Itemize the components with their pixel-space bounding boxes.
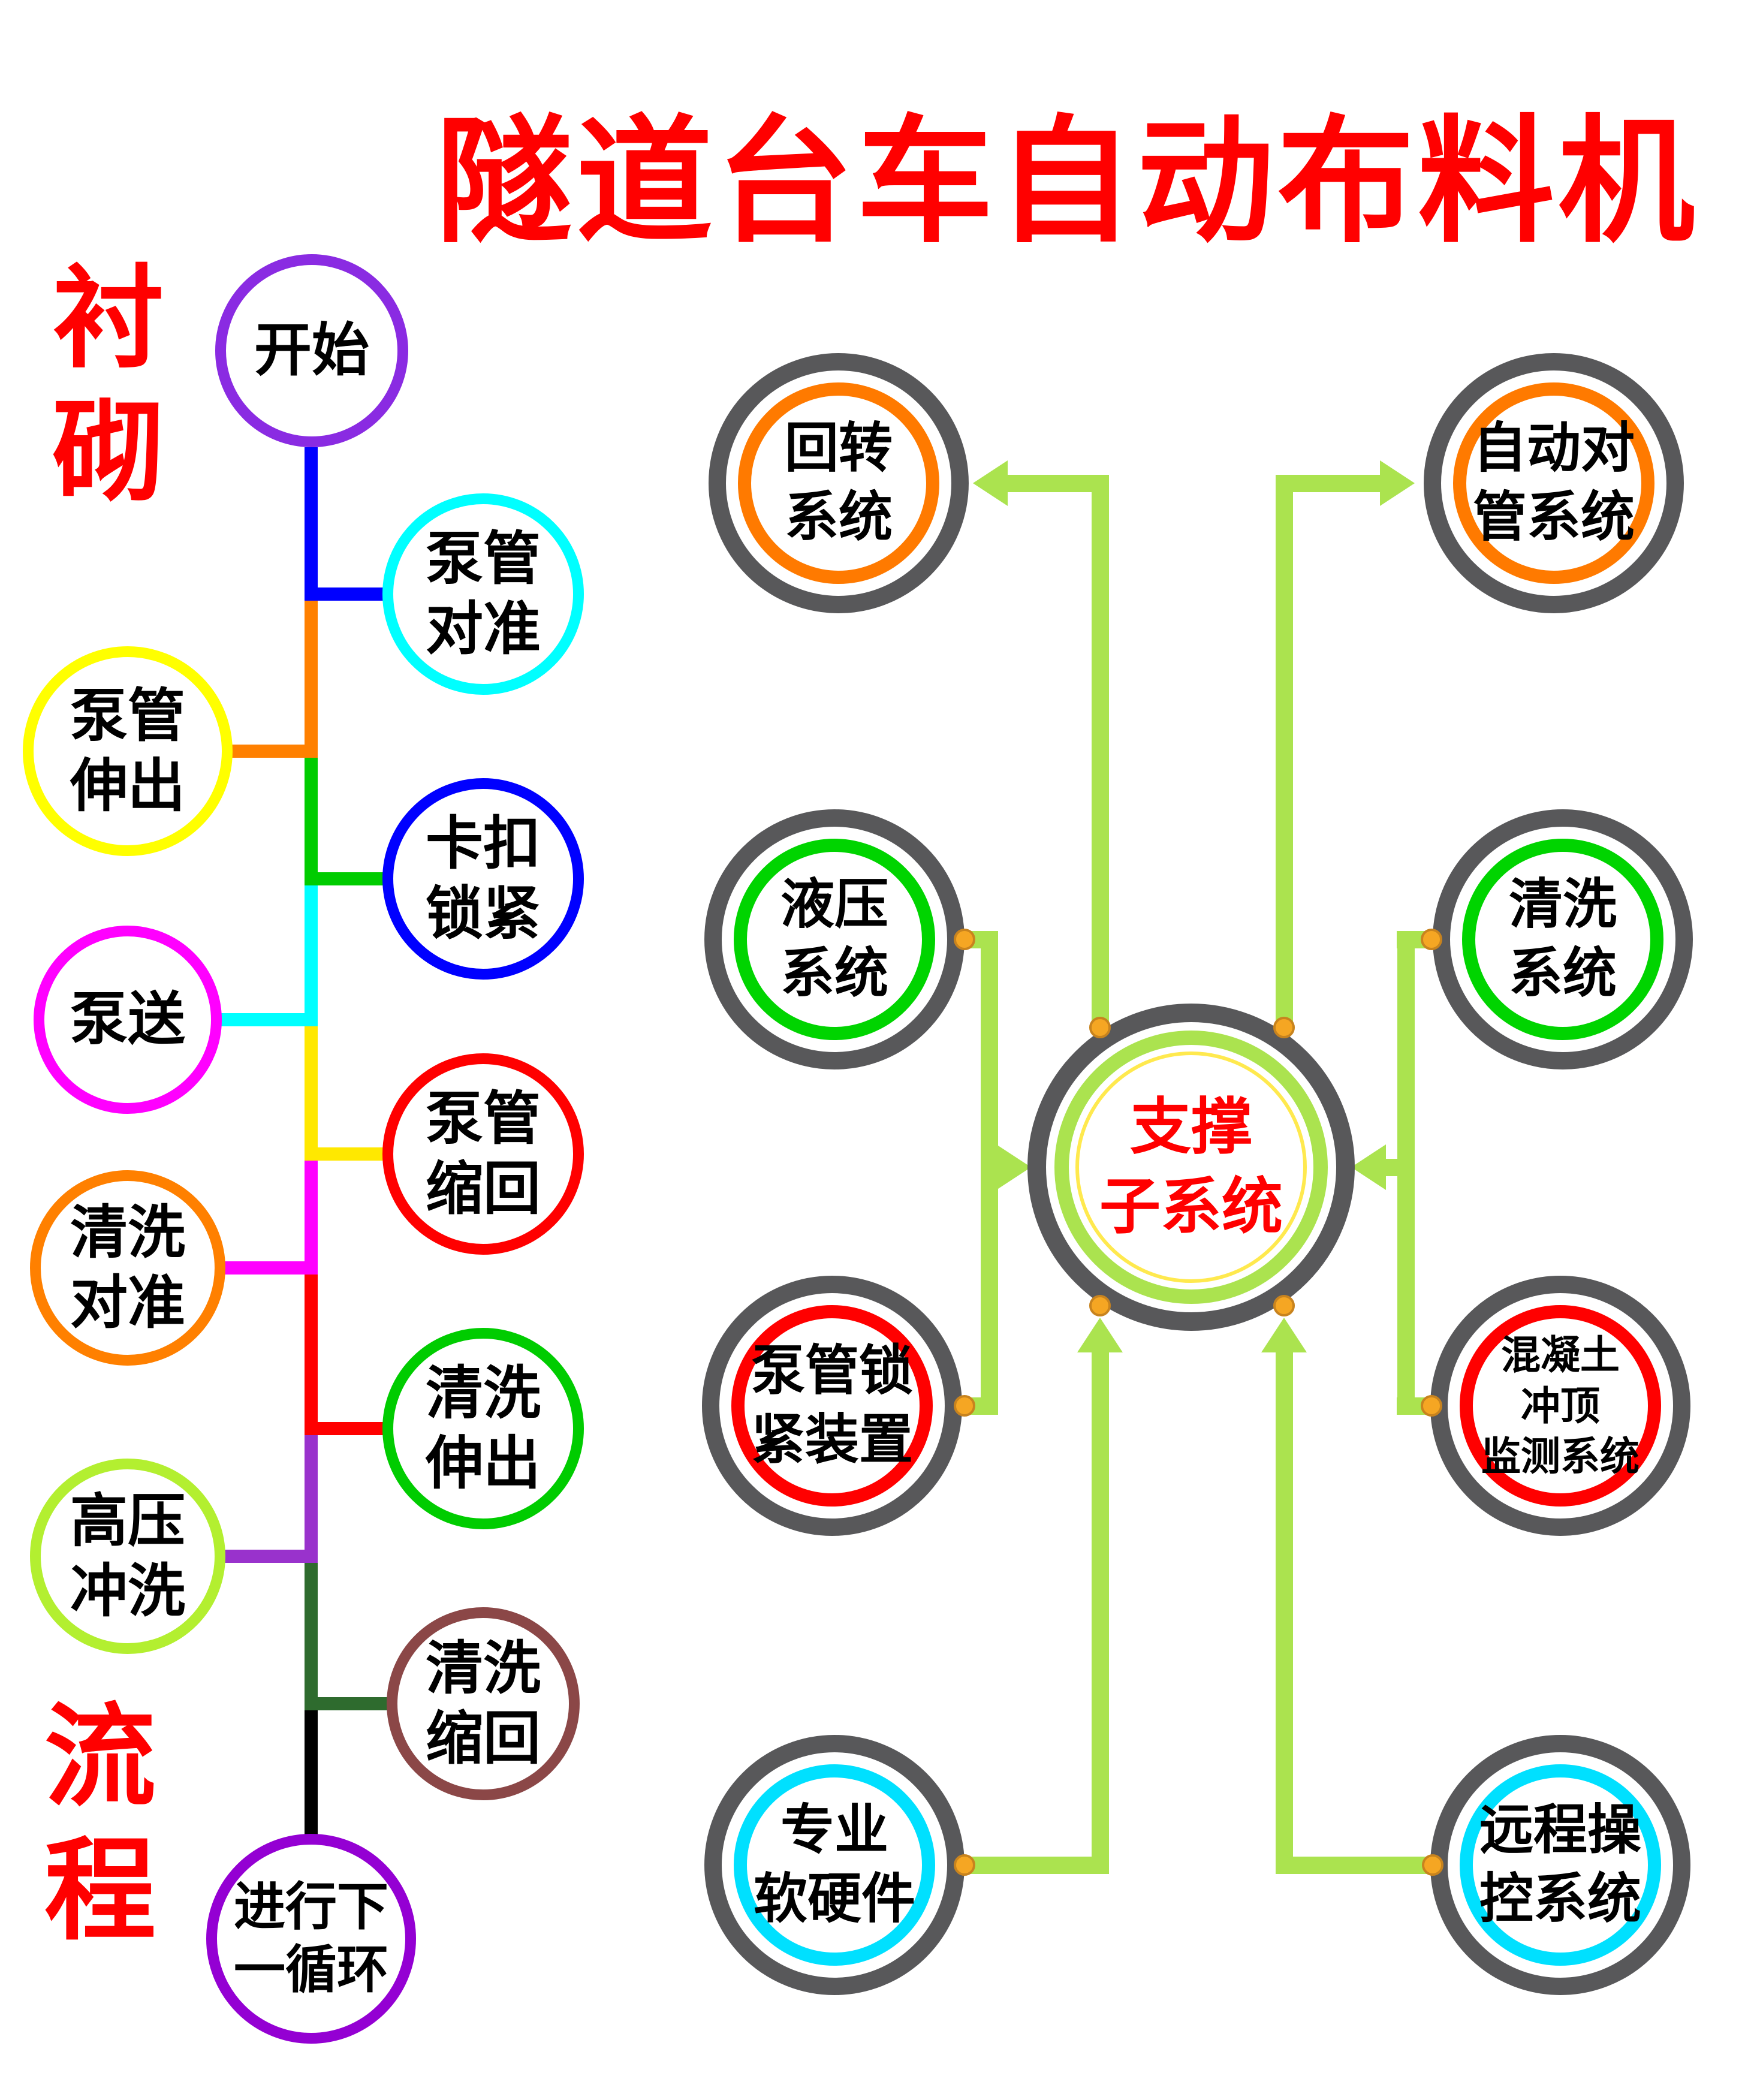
flow-node-label: 泵送	[70, 987, 185, 1052]
flow-connector-horizontal	[223, 1550, 318, 1563]
flow-node-label: 开始	[254, 318, 369, 383]
hub-arrow-line	[1384, 1159, 1402, 1176]
side-label-lining: 衬 砌	[52, 257, 164, 515]
hub-node-ring: 专业 软硬件	[734, 1764, 935, 1966]
arrowhead-left-icon	[1351, 1144, 1386, 1190]
flow-connector-vertical	[305, 1275, 318, 1435]
hub-node-label: 远程操 控系统	[1479, 1800, 1641, 1929]
hub-node-label: 清洗 系统	[1509, 874, 1617, 1004]
hub-arrow-line	[1276, 475, 1293, 1028]
hub-node-pump-pipe-lock-device: 泵管锁 紧装置	[702, 1276, 962, 1536]
hub-node-concrete-top-monitor-system: 混凝土 冲顶 监测系统	[1430, 1276, 1690, 1536]
connector-dot	[1421, 929, 1442, 950]
flow-connector-vertical	[305, 601, 318, 758]
hub-node-ring: 回转 系统	[738, 382, 939, 584]
arrowhead-right-icon	[996, 1144, 1031, 1190]
flow-connector-vertical	[305, 885, 318, 1026]
flow-node-wash-retract: 清洗 缩回	[387, 1607, 580, 1800]
flow-node-label: 清洗 伸出	[426, 1361, 541, 1496]
flow-node-pump-pipe-extend: 泵管 伸出	[23, 646, 233, 856]
hub-center-label: 支撑 子系统	[1099, 1093, 1283, 1241]
flow-connector-vertical	[305, 1161, 318, 1275]
hub-node-ring: 泵管锁 紧装置	[731, 1305, 933, 1507]
arrowhead-right-icon	[1380, 460, 1415, 506]
flow-node-label: 清洗 对准	[70, 1200, 185, 1335]
flow-connector-horizontal	[219, 1013, 318, 1026]
hub-node-ring: 自动对 管系统	[1453, 382, 1654, 584]
flow-node-label: 清洗 缩回	[426, 1636, 541, 1771]
flow-connector-vertical	[305, 1710, 318, 1840]
hub-node-rotation-system: 回转 系统	[709, 353, 969, 613]
connector-dot	[1273, 1295, 1295, 1316]
flow-node-label: 卡扣 锁紧	[426, 811, 541, 946]
connector-dot	[1089, 1295, 1111, 1316]
flow-node-next-cycle: 进行下 一循环	[206, 1834, 416, 2044]
side-label-process: 流 程	[44, 1695, 156, 1954]
hub-node-label: 自动对 管系统	[1473, 418, 1635, 547]
flow-node-pumping: 泵送	[34, 926, 222, 1114]
hub-node-washing-system: 清洗 系统	[1433, 809, 1693, 1069]
flow-node-high-pressure-flush: 高压 冲洗	[30, 1459, 225, 1654]
hub-arrow-line	[1092, 475, 1109, 1028]
connector-dot	[1089, 1017, 1111, 1038]
connector-dot	[954, 1395, 975, 1417]
flow-connector-horizontal	[311, 872, 385, 885]
connector-dot	[1422, 1854, 1443, 1876]
arrowhead-up-icon	[1077, 1318, 1123, 1352]
flow-connector-horizontal	[230, 745, 318, 758]
flow-node-pump-pipe-align: 泵管 对准	[382, 493, 584, 695]
connector-dot	[954, 929, 975, 950]
hub-center-node: 支撑 子系统	[1027, 1004, 1355, 1331]
flow-node-label: 进行下 一循环	[234, 1878, 388, 1999]
hub-node-label: 泵管锁 紧装置	[751, 1340, 913, 1470]
hub-center-inner-ring: 支撑 子系统	[1075, 1051, 1307, 1283]
hub-node-label: 专业 软硬件	[754, 1800, 915, 1929]
flow-connector-horizontal	[311, 1422, 385, 1435]
hub-node-ring: 清洗 系统	[1462, 839, 1663, 1040]
arrowhead-left-icon	[973, 460, 1008, 506]
flow-node-label: 泵管 伸出	[70, 683, 185, 818]
hub-node-label: 混凝土 冲顶 监测系统	[1481, 1333, 1640, 1479]
flow-connector-horizontal	[311, 587, 385, 601]
hub-arrow-line	[1276, 1857, 1433, 1874]
flow-connector-horizontal	[311, 1697, 389, 1710]
flow-node-label: 泵管 对准	[426, 526, 541, 661]
flow-node-label: 高压 冲洗	[70, 1489, 185, 1623]
hub-node-ring: 混凝土 冲顶 监测系统	[1460, 1305, 1661, 1507]
flow-node-wash-align: 清洗 对准	[30, 1170, 225, 1366]
hub-node-auto-pipe-align-system: 自动对 管系统	[1424, 353, 1684, 613]
hub-arrow-line	[1092, 1348, 1109, 1873]
hub-node-professional-software-hardware: 专业 软硬件	[704, 1735, 965, 1995]
flow-node-start: 开始	[215, 254, 408, 447]
arrowhead-up-icon	[1261, 1318, 1307, 1352]
flow-node-wash-extend: 清洗 伸出	[382, 1328, 584, 1529]
connector-dot	[954, 1854, 975, 1876]
hub-arrow-line	[1276, 475, 1382, 492]
hub-node-ring: 远程操 控系统	[1460, 1764, 1661, 1966]
hub-node-label: 回转 系统	[785, 418, 893, 547]
flow-node-label: 泵管 缩回	[426, 1086, 541, 1221]
hub-node-remote-control-system: 远程操 控系统	[1430, 1735, 1690, 1995]
flow-connector-vertical	[305, 1563, 318, 1710]
page-title: 隧道台车自动布料机	[436, 106, 1698, 258]
flow-connector-vertical	[305, 1026, 318, 1161]
hub-arrow-line	[1276, 1348, 1293, 1873]
hub-node-hydraulic-system: 液压 系统	[704, 809, 965, 1069]
hub-arrow-line	[962, 1857, 1109, 1874]
flow-node-clip-lock: 卡扣 锁紧	[382, 778, 584, 980]
flow-connector-vertical	[305, 1435, 318, 1563]
flow-node-pump-pipe-retract: 泵管 缩回	[382, 1053, 584, 1255]
hub-node-label: 液压 系统	[780, 874, 888, 1004]
connector-dot	[1421, 1395, 1442, 1417]
hub-center-mid-ring: 支撑 子系统	[1054, 1031, 1328, 1304]
flow-connector-vertical	[305, 758, 318, 885]
flow-connector-horizontal	[311, 1147, 385, 1161]
connector-dot	[1273, 1017, 1295, 1038]
flow-connector-horizontal	[223, 1261, 318, 1275]
flow-connector-vertical	[305, 447, 318, 601]
hub-arrow-line	[1004, 475, 1109, 492]
hub-node-ring: 液压 系统	[734, 839, 935, 1040]
